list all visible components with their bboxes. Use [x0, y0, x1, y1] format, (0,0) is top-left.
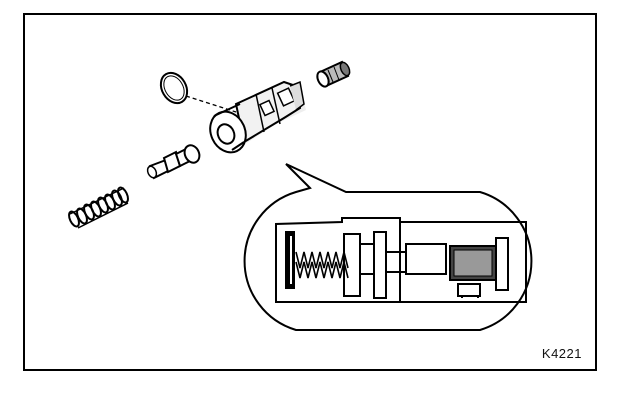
cross-section-spring	[295, 251, 349, 269]
o-ring	[159, 71, 189, 105]
spring	[68, 186, 129, 229]
valve-pin	[146, 144, 201, 180]
filter	[316, 60, 351, 88]
cross-section	[275, 217, 527, 303]
valve-body	[209, 80, 306, 154]
figure-reference-code: K4221	[541, 346, 582, 361]
